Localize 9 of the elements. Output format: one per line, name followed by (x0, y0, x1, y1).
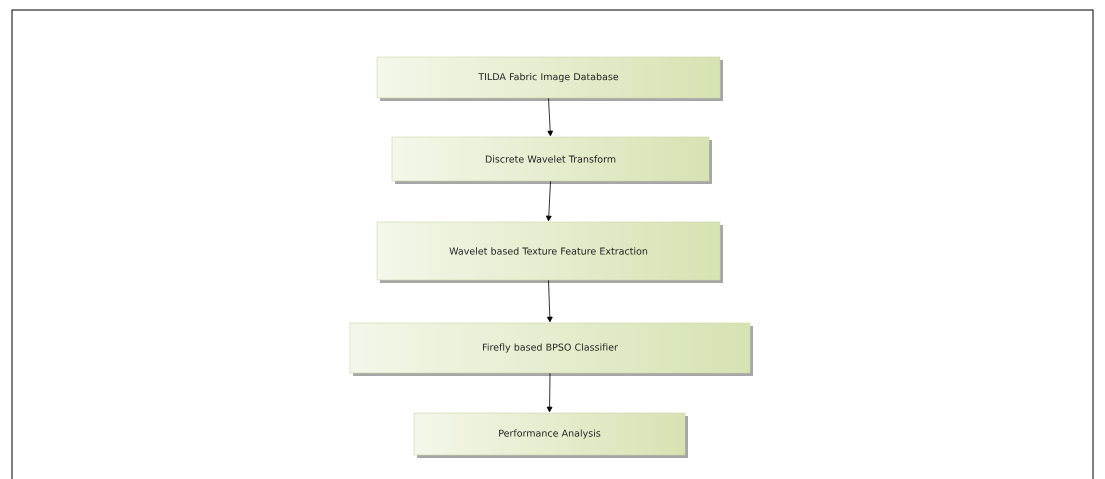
process-box: Discrete Wavelet Transform (391, 136, 712, 184)
arrow (547, 97, 554, 137)
process-box: TILDA Fabric Image Database (376, 56, 723, 101)
arrow (546, 372, 553, 413)
process-box: Wavelet based Texture Feature Extraction (376, 221, 723, 283)
arrow (545, 180, 552, 222)
arrow (546, 279, 553, 323)
process-box: Firefly based BPSO Classifier (349, 322, 753, 376)
process-box: Performance Analysis (413, 412, 688, 458)
